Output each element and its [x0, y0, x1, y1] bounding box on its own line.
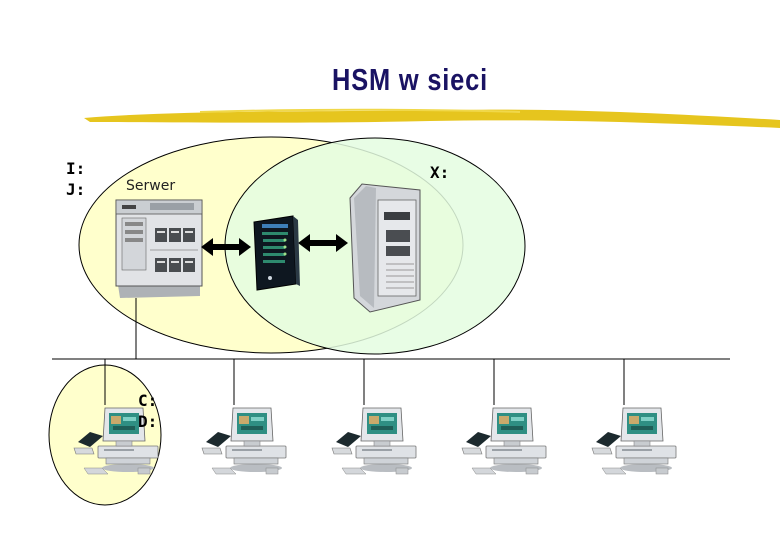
tower-storage-icon [349, 183, 421, 313]
drive-letter: D: [138, 412, 158, 431]
title-highlight [84, 109, 780, 128]
drive-letter: C: [138, 391, 158, 410]
workstation-icon [331, 407, 417, 475]
workstation-icon [201, 407, 287, 475]
hsm-device-icon [253, 215, 300, 291]
drive-letter: J: [66, 180, 86, 199]
slide-title: HSM w sieci [332, 62, 488, 97]
client-drive-label: C: D: [138, 390, 157, 432]
drive-letter: I: [66, 159, 86, 178]
server-label: Serwer [126, 178, 176, 194]
server-drive-label: I: J: [66, 158, 85, 200]
server-icon [115, 199, 203, 298]
storage-drive-label: X: [430, 163, 450, 182]
workstation-icon [461, 407, 547, 475]
workstation-icon [591, 407, 677, 475]
